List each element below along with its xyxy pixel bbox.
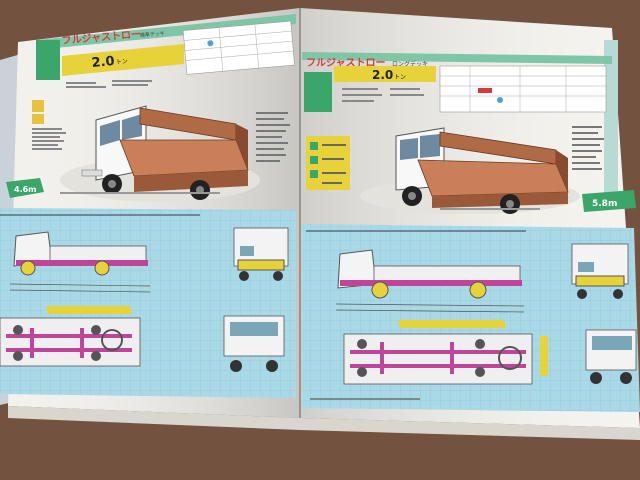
right-truck-illustration [360, 127, 580, 214]
left-dimension-bar [46, 306, 132, 314]
side-tab [604, 40, 618, 200]
right-length-badge [582, 190, 636, 212]
right-dimension-bar [398, 320, 506, 328]
right-length-label: 5.8m [592, 199, 617, 209]
right-rear-view [571, 243, 629, 299]
right-plan-view [343, 333, 533, 385]
left-length-label: 4.6m [14, 185, 37, 194]
right-height-marker [540, 336, 548, 376]
page-bottom-edge [8, 406, 640, 440]
left-front-view [223, 315, 285, 372]
left-deck-type: 標準デッキ [140, 30, 166, 39]
right-front-view [585, 329, 637, 384]
right-side-view [335, 249, 525, 313]
left-side-view [9, 231, 151, 293]
left-capacity: 2.0 [91, 54, 115, 71]
left-spec-table [182, 20, 295, 75]
left-truck-illustration [60, 105, 260, 202]
left-capacity-band [62, 44, 184, 76]
right-feature-box [306, 136, 350, 190]
right-feature-list [572, 126, 604, 170]
right-deck-type: ロングデッキ [392, 60, 428, 68]
left-plan-view [0, 317, 141, 367]
left-feature-list [256, 112, 290, 162]
left-feature-icon [32, 100, 44, 112]
left-spec-notes [66, 80, 152, 88]
left-rear-view [233, 227, 289, 281]
left-length-badge [6, 178, 44, 198]
right-capacity: 2.0 [372, 68, 393, 82]
right-spec-notes [342, 88, 424, 102]
right-capacity-unit: トン [394, 74, 406, 81]
left-capacity-unit: トン [116, 58, 129, 66]
right-spec-table [439, 65, 607, 113]
left-header-band [36, 14, 296, 50]
right-capacity-band [334, 66, 436, 82]
right-header-band [302, 52, 612, 64]
